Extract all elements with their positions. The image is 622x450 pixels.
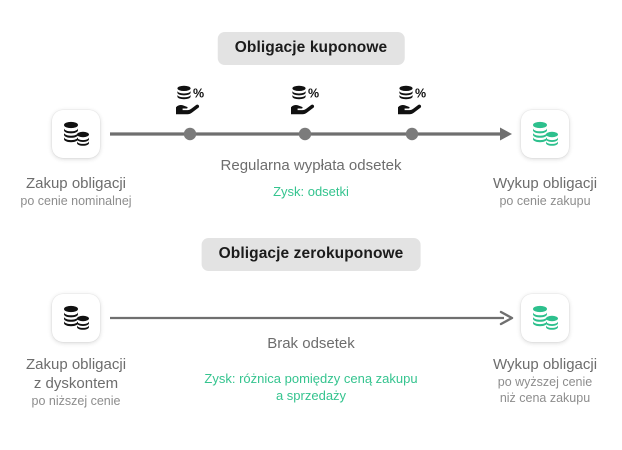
timeline-dot-1	[183, 127, 197, 141]
coins-hand-percent-icon-3: %	[396, 85, 430, 115]
label-purchase-coupon-title: Zakup obligacji	[25, 175, 127, 192]
section-title-coupon-bonds: Obligacje kuponowe	[217, 32, 405, 65]
label-purchase-zero-title: Zakup obligacji	[25, 356, 127, 373]
label-redemption-coupon-subtitle: po cenie zakupu	[499, 194, 591, 209]
coin-stack-green-icon	[530, 120, 560, 148]
coin-stack-icon	[61, 304, 91, 332]
timeline-dot-2	[298, 127, 312, 141]
label-purchase-zero-subtitle: po niższej cenie	[31, 394, 121, 409]
profit-note-zero-line1: Zysk: różnica pomiędzy ceną zakupu	[204, 371, 418, 387]
profit-note-coupon: Zysk: odsetki	[273, 184, 349, 200]
label-redemption-zero-title: Wykup obligacji	[492, 356, 598, 373]
coins-hand-percent-icon-2: %	[289, 85, 323, 115]
label-purchase-coupon: Zakup obligacji po cenie nominalnej	[20, 174, 131, 209]
coin-stack-card-redemption-zero	[521, 294, 569, 342]
label-purchase-coupon-subtitle: po cenie nominalnej	[20, 194, 132, 209]
label-redemption-zero-subtitle2: niż cena zakupu	[499, 391, 591, 406]
timeline-axis-zero-coupon	[110, 306, 516, 330]
profit-note-zero-line2: a sprzedaży	[275, 388, 347, 404]
caption-regular-interest: Regularna wypłata odsetek	[220, 157, 402, 174]
caption-zero-center: Brak odsetek Zysk: różnica pomiędzy ceną…	[141, 334, 481, 405]
label-purchase-zero-title2: z dyskontem	[33, 375, 119, 393]
coin-stack-card-purchase-coupon	[52, 110, 100, 158]
label-purchase-zero: Zakup obligacji z dyskontem po niższej c…	[26, 355, 126, 409]
label-redemption-coupon-title: Wykup obligacji	[492, 175, 598, 192]
label-redemption-zero: Wykup obligacji po wyższej cenie niż cen…	[493, 355, 597, 406]
coin-stack-icon	[61, 120, 91, 148]
profit-note-zero: Zysk: różnica pomiędzy ceną zakupu a spr…	[141, 371, 481, 405]
label-redemption-zero-subtitle: po wyższej cenie	[497, 375, 593, 390]
label-redemption-coupon: Wykup obligacji po cenie zakupu	[493, 174, 597, 209]
svg-text:%: %	[193, 86, 204, 100]
coin-stack-card-purchase-zero	[52, 294, 100, 342]
svg-text:%: %	[308, 86, 319, 100]
coin-stack-card-redemption-coupon	[521, 110, 569, 158]
caption-coupon-center: Regularna wypłata odsetek Zysk: odsetki	[151, 156, 471, 201]
svg-text:%: %	[415, 86, 426, 100]
timeline-axis-coupon	[110, 122, 516, 146]
coin-stack-green-icon	[530, 304, 560, 332]
caption-no-interest: Brak odsetek	[267, 335, 355, 352]
timeline-dot-3	[405, 127, 419, 141]
section-title-zero-coupon-bonds: Obligacje zerokuponowe	[201, 238, 421, 271]
coins-hand-percent-icon-1: %	[174, 85, 208, 115]
